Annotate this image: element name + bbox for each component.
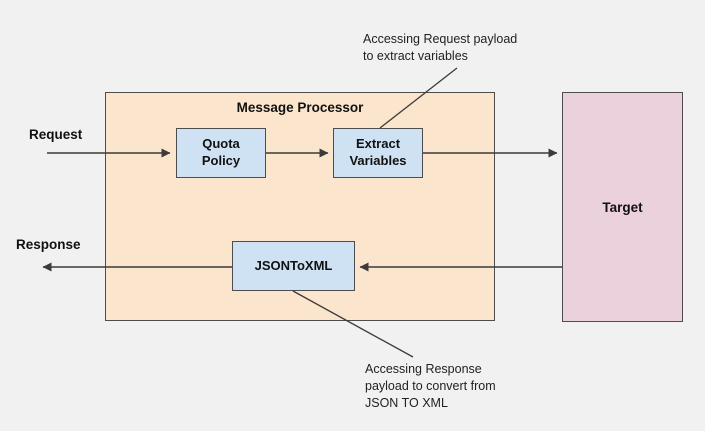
node-extract-variables: Extract Variables [333, 128, 423, 178]
quota-policy-label: Quota Policy [201, 136, 241, 168]
request-label: Request [29, 127, 83, 142]
target-label: Target [602, 199, 643, 215]
node-json-to-xml: JSONToXML [232, 241, 355, 291]
node-target: Target [562, 92, 683, 322]
json-to-xml-label: JSONToXML [254, 257, 333, 273]
response-label: Response [16, 237, 81, 252]
extract-variables-label: Extract Variables [349, 136, 407, 168]
node-quota-policy: Quota Policy [176, 128, 266, 178]
message-processor-title: Message Processor [236, 100, 364, 115]
request-payload-annotation: Accessing Request payload to extract var… [363, 32, 518, 63]
response-payload-annotation: Accessing Response payload to convert fr… [365, 362, 496, 410]
